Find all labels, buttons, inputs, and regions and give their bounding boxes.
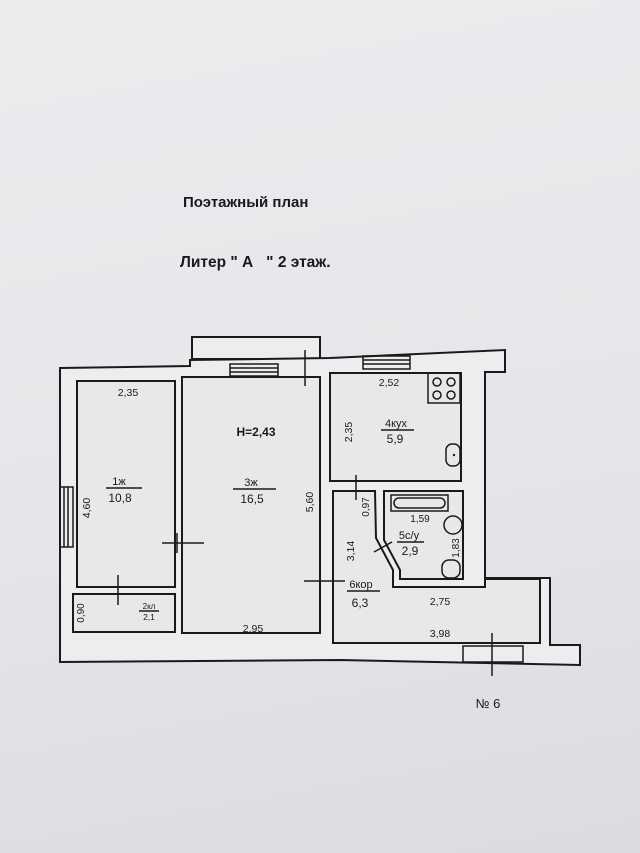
door-markers bbox=[117, 350, 493, 676]
apartment-number: № 6 bbox=[476, 696, 501, 711]
bathroom-name: 5с/у bbox=[399, 530, 420, 542]
kitchen-width: 2,52 bbox=[379, 377, 400, 389]
room-6-corridor bbox=[332, 490, 541, 644]
washbasin-icon bbox=[443, 515, 463, 535]
page-title: Поэтажный план bbox=[183, 194, 309, 211]
room-5-bathroom bbox=[383, 490, 464, 580]
room1-name: 1ж bbox=[112, 476, 126, 488]
kitchen-area: 5,9 bbox=[387, 432, 404, 446]
room-1-living bbox=[76, 380, 176, 588]
bathroom-area: 2,9 bbox=[402, 544, 419, 558]
ceiling-height: H=2,43 bbox=[236, 425, 275, 439]
room2-name: 2кл bbox=[143, 602, 156, 611]
window-kitchen bbox=[362, 355, 411, 370]
room3-name: 3ж bbox=[244, 477, 258, 489]
room2-area: 2,1 bbox=[143, 612, 155, 622]
room-2-closet bbox=[72, 593, 176, 633]
kitchen-sink-icon bbox=[445, 443, 461, 467]
bathroom-width: 1,59 bbox=[410, 514, 430, 525]
corridor-door-width: 0,97 bbox=[361, 497, 372, 517]
room2-width: 0,90 bbox=[76, 603, 87, 623]
kitchen-name: 4кух bbox=[385, 418, 408, 430]
window-bottom bbox=[462, 645, 524, 663]
corridor-area: 6,3 bbox=[352, 596, 369, 610]
room1-width: 2,35 bbox=[118, 387, 139, 399]
room1-area: 10,8 bbox=[108, 491, 132, 505]
room3-width: 2,95 bbox=[243, 623, 264, 635]
bathroom-length: 1,83 bbox=[451, 538, 462, 558]
room1-length: 4,60 bbox=[81, 498, 93, 519]
window-room1 bbox=[59, 486, 74, 548]
balcony bbox=[191, 336, 321, 360]
toilet-icon bbox=[441, 559, 461, 579]
room3-area: 16,5 bbox=[240, 492, 264, 506]
room-3-living bbox=[181, 376, 321, 634]
page-subtitle: Литер " А " 2 этаж. bbox=[180, 254, 331, 271]
corridor-length: 3,14 bbox=[345, 541, 357, 562]
bathtub-icon bbox=[390, 494, 449, 512]
corridor-total-length: 3,98 bbox=[430, 628, 451, 640]
room3-length: 5,60 bbox=[304, 492, 316, 513]
kitchen-length: 2,35 bbox=[343, 422, 355, 443]
corridor-width: 2,75 bbox=[430, 596, 451, 608]
corridor-name: 6кор bbox=[349, 579, 372, 591]
stove-icon bbox=[427, 372, 461, 404]
